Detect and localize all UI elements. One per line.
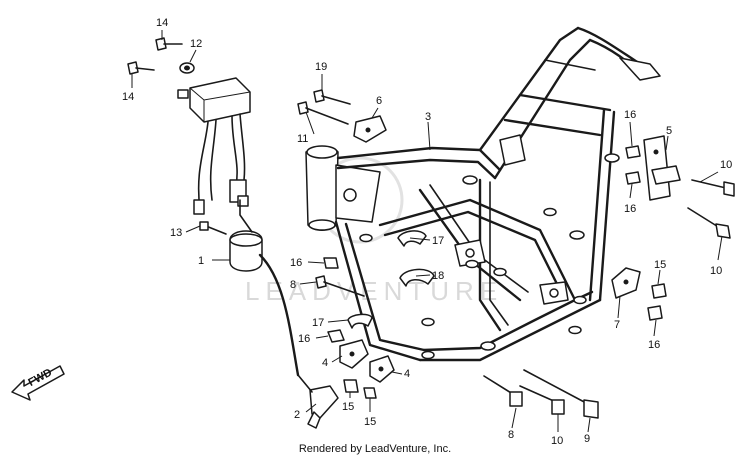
callout-1: 1 xyxy=(198,255,204,267)
bolt-19 xyxy=(313,89,351,105)
callout-4-left: 4 xyxy=(322,357,328,369)
leader-lines xyxy=(131,30,723,433)
bracket-7 xyxy=(611,267,641,299)
callout-5: 5 xyxy=(666,125,672,137)
ignition-coil xyxy=(229,199,300,377)
long-bolt-8 xyxy=(483,375,523,407)
bolt-11 xyxy=(297,101,349,125)
callout-11: 11 xyxy=(297,133,308,145)
callout-17-upper: 17 xyxy=(432,235,444,247)
callout-7: 7 xyxy=(614,319,620,331)
bolt-14-upper xyxy=(155,37,183,51)
plate-4-left xyxy=(339,339,369,369)
nut-16-lower-left xyxy=(327,329,345,343)
callout-15-left: 15 xyxy=(342,401,354,413)
nut-15-left xyxy=(343,379,359,393)
watermark-text: LEADVENTURE xyxy=(245,276,503,306)
cdi-wires xyxy=(193,113,249,215)
callout-16-lower-left: 16 xyxy=(298,333,310,345)
callout-labels: 14 12 14 19 6 11 3 16 5 16 10 10 13 1 16… xyxy=(122,17,732,447)
bolt-10-lower xyxy=(687,207,731,239)
nut-15-mid xyxy=(363,387,377,399)
bolt-13 xyxy=(199,221,227,235)
long-bolt-10 xyxy=(519,385,565,415)
washer-12 xyxy=(179,62,195,74)
callout-2: 2 xyxy=(294,409,300,421)
callout-3: 3 xyxy=(425,111,431,123)
callout-15-right: 15 xyxy=(654,259,666,271)
callout-13: 13 xyxy=(170,227,182,239)
nut-16-right-top xyxy=(625,145,641,159)
callout-17-lower: 17 xyxy=(312,317,324,329)
callout-10-upper: 10 xyxy=(720,159,732,171)
callout-14-lower: 14 xyxy=(122,91,134,103)
callout-15-mid: 15 xyxy=(364,416,376,428)
callout-8-bottom: 8 xyxy=(508,429,514,441)
callout-10-lower: 10 xyxy=(710,265,722,277)
callout-16-left: 16 xyxy=(290,257,302,269)
bolt-14-lower xyxy=(127,61,155,75)
nut-16-right-mid xyxy=(625,171,641,185)
callout-16-right-top: 16 xyxy=(624,109,636,121)
bracket-5 xyxy=(643,135,681,201)
callout-19: 19 xyxy=(315,61,327,73)
callout-18: 18 xyxy=(432,270,444,282)
bolt-8-left xyxy=(315,275,365,297)
long-bolt-9 xyxy=(523,369,599,419)
nut-16-left xyxy=(323,257,339,269)
callout-16-right-low: 16 xyxy=(648,339,660,351)
rubber-18 xyxy=(399,268,435,287)
callout-4-right: 4 xyxy=(404,368,410,380)
credit-text: Rendered by LeadVenture, Inc. xyxy=(298,443,452,455)
nut-16-right-low xyxy=(647,305,663,321)
callout-8-left: 8 xyxy=(290,279,296,291)
spark-plug-cap xyxy=(297,374,339,429)
plate-4-right xyxy=(369,355,395,383)
forward-arrow: FWD xyxy=(11,365,65,401)
watermark: LEADVENTURE xyxy=(245,156,503,306)
callout-16-right-mid: 16 xyxy=(624,203,636,215)
callout-14-upper: 14 xyxy=(156,17,168,29)
cdi-unit xyxy=(177,77,251,123)
bolt-10-upper xyxy=(691,179,735,197)
callout-9: 9 xyxy=(584,433,590,445)
callout-12: 12 xyxy=(190,38,202,50)
rubber-17-lower xyxy=(347,313,373,329)
callout-10-bottom: 10 xyxy=(551,435,563,447)
nut-15-right xyxy=(651,283,667,299)
bracket-6 xyxy=(353,115,387,143)
main-frame xyxy=(305,26,661,362)
callout-6: 6 xyxy=(376,95,382,107)
